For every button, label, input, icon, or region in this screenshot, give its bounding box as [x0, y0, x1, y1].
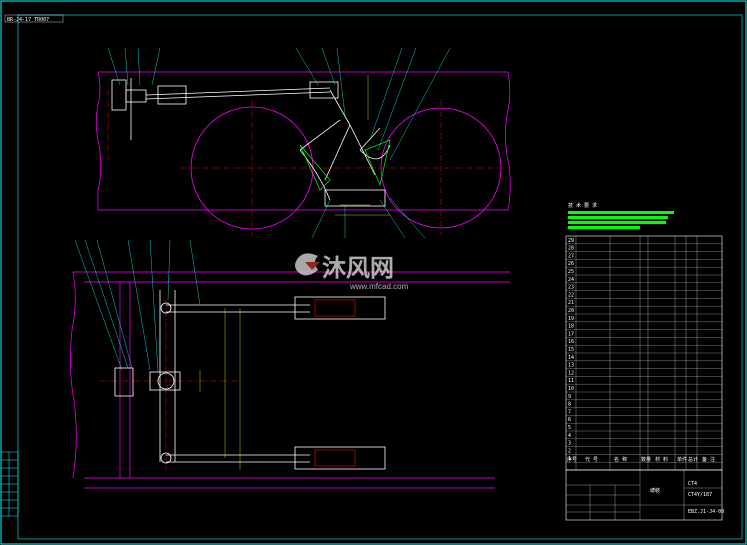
bom-row-number: 9: [568, 394, 571, 400]
bom-row-number: 12: [568, 370, 574, 376]
bom-row-number: 2: [568, 448, 571, 454]
bom-row-number: 21: [568, 300, 574, 306]
watermark: 沐风网 www.mfcad.com: [295, 253, 409, 291]
bom-header-cell: 代 号: [585, 456, 598, 463]
bom-row-number: 23: [568, 285, 574, 291]
bom-row-number: 11: [568, 378, 574, 384]
bom-row-number: 29: [568, 238, 574, 244]
bom-row-number: 17: [568, 331, 574, 337]
bom-row-number: 1: [568, 456, 571, 462]
left-margin-boxes: [0, 451, 19, 517]
title-drawing-code: EBZ.J1-J4-00: [688, 509, 724, 515]
bom-row-number: 14: [568, 355, 574, 361]
bom-header-cell: 总计: [688, 456, 698, 463]
bom-row-number: 27: [568, 253, 574, 259]
watermark-brand: 沐风网: [322, 254, 394, 282]
bom-row-number: 24: [568, 277, 574, 283]
title-part-name: 總裝: [650, 487, 660, 494]
bom-row-number: 10: [568, 386, 574, 392]
bom-row-number: 22: [568, 292, 574, 298]
lower-view: [70, 239, 510, 489]
bom-row-number: 16: [568, 339, 574, 345]
bom-rows: 2928272625242322212019181716151413121110…: [566, 238, 722, 463]
bom-row-number: 19: [568, 316, 574, 322]
bom-header-row: 序号 代 号 名 称 数量材 料 单件总计备 注: [567, 456, 715, 463]
title-label-1: CT4: [688, 481, 697, 487]
bom-header-cell: 备 注: [702, 456, 715, 463]
bom-row-number: 18: [568, 324, 574, 330]
bom-header-cell: 名 称: [614, 456, 627, 463]
bom-table: 2928272625242322212019181716151413121110…: [565, 235, 723, 471]
bom-header-cell: 数量: [641, 456, 651, 463]
drawing-inner-frame: [17, 14, 743, 540]
bom-row-number: 5: [568, 425, 571, 431]
bom-row-number: 3: [568, 441, 571, 447]
bom-row-number: 15: [568, 347, 574, 353]
watermark-url: www.mfcad.com: [349, 282, 409, 291]
bom-header-cell: 序号: [567, 456, 577, 463]
tech-requirements-heading: 技 术 要 求: [568, 202, 597, 209]
bom-row-number: 28: [568, 246, 574, 252]
bom-row-number: 8: [568, 402, 571, 408]
title-block: 總裝 CT4 CT4Y/187 EBZ.J1-J4-00: [565, 469, 724, 521]
bom-row-number: 20: [568, 308, 574, 314]
watermark-logo-icon: [295, 253, 320, 276]
title-label-2: CT4Y/187: [688, 492, 712, 498]
bom-row-number: 6: [568, 417, 571, 423]
bom-row-number: 13: [568, 363, 574, 369]
bom-row-number: 4: [568, 433, 571, 439]
bom-row-number: 7: [568, 409, 571, 415]
drawing-number-box: [4, 14, 64, 23]
drawing-number-top: BR-J4-17 TR007: [7, 17, 49, 23]
tech-requirements: 技 术 要 求: [568, 202, 674, 229]
bom-row-number: 25: [568, 269, 574, 275]
bom-header-cell: 材 料: [655, 456, 668, 463]
bom-row-number: 26: [568, 261, 574, 267]
bom-header-cell: 单件: [677, 456, 687, 463]
upper-view: [95, 47, 511, 239]
